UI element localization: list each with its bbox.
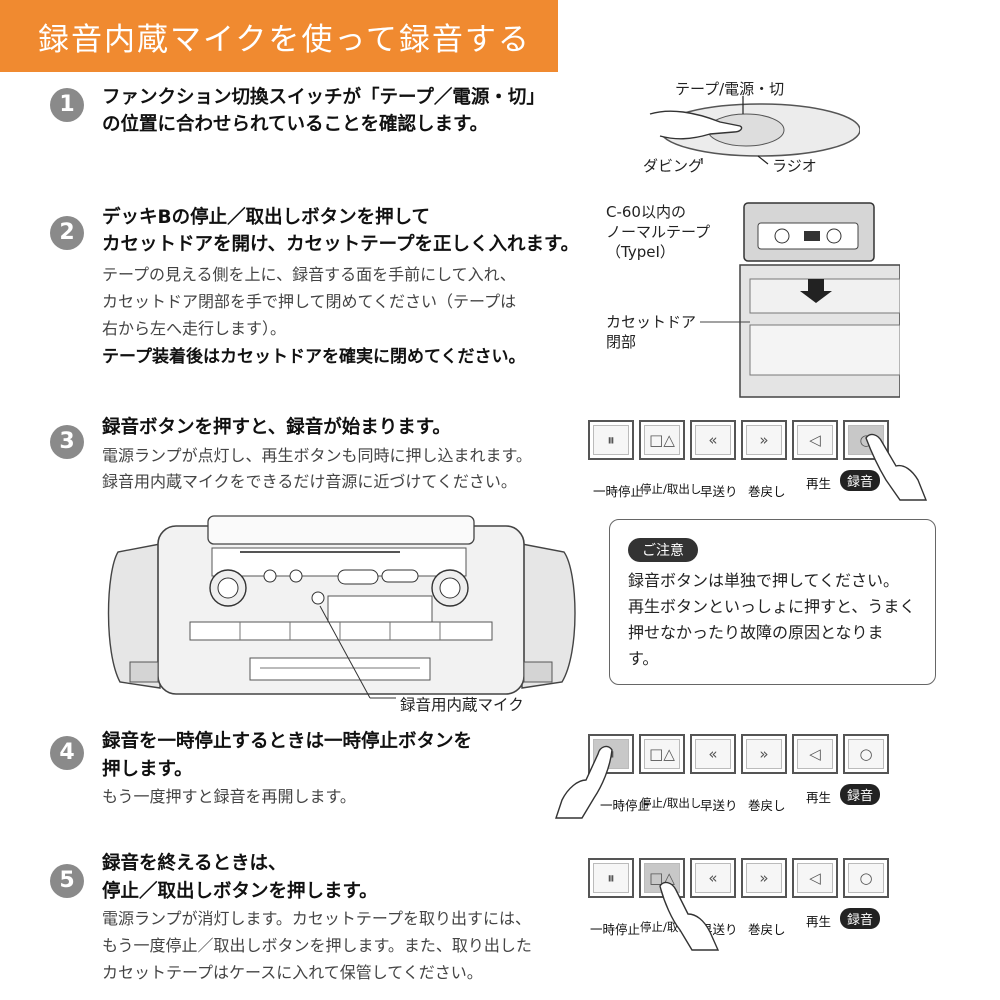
record-button[interactable]: ○ <box>843 734 889 774</box>
stop-eject-icon: □△ <box>649 745 675 763</box>
step-number-2: 2 <box>50 216 84 250</box>
step-2-warning: テープ装着後はカセットドアを確実に閉めてください。 <box>102 347 526 367</box>
label-pause: 一時停止 <box>590 922 641 937</box>
rewind-icon: » <box>759 745 769 763</box>
step-2-detail-line-3: 右から左へ走行します）。 <box>102 319 287 338</box>
fast-forward-icon: « <box>708 869 718 887</box>
record-button[interactable]: ○ <box>843 858 889 898</box>
cassette-insertion-illustration <box>700 195 901 400</box>
stop-eject-icon: □△ <box>649 431 675 449</box>
step-3-detail-line-1: 電源ランプが点灯し、再生ボタンも同時に押し込まれます。 <box>102 446 532 465</box>
fast-forward-button[interactable]: « <box>690 420 736 460</box>
play-icon: ◁ <box>809 431 821 449</box>
step-5-instruction-line-2: 停止／取出しボタンを押します。 <box>102 881 378 902</box>
fast-forward-icon: « <box>708 745 718 763</box>
fast-forward-button[interactable]: « <box>690 734 736 774</box>
door-label-line-1: カセットドア <box>606 313 697 331</box>
page-title: 録音内蔵マイクを使って録音する <box>38 22 531 58</box>
label-rewind: 巻戻し <box>748 484 786 499</box>
step-number-4: 4 <box>50 736 84 770</box>
step-2-instruction-line-2: カセットドアを開け、カセットテープを正しく入れます。 <box>102 234 580 255</box>
fast-forward-icon: « <box>708 431 718 449</box>
label-record-badge: 録音 <box>840 470 881 491</box>
step-2-instruction-line-1: デッキBの停止／取出しボタンを押して <box>102 207 431 228</box>
title-banner: 録音内蔵マイクを使って録音する <box>0 0 558 72</box>
switch-label-dubbing: ダビング <box>643 157 704 175</box>
pause-icon: ⏸ <box>607 431 615 449</box>
label-fast-forward: 早送り <box>700 484 738 499</box>
cassette-door-label: カセットドア 閉部 <box>606 312 696 352</box>
step-5-detail-line-3: カセットテープはケースに入れて保管してください。 <box>102 963 483 982</box>
pressing-finger-icon <box>865 433 928 501</box>
stop-eject-button[interactable]: □△ <box>639 734 685 774</box>
play-button[interactable]: ◁ <box>792 734 838 774</box>
caution-line-1: 録音ボタンは単独で押してください。 <box>628 571 900 590</box>
step-5-instruction-line-1: 録音を終えるときは、 <box>102 853 287 874</box>
fast-forward-button[interactable]: « <box>690 858 736 898</box>
label-play: 再生 <box>806 790 832 805</box>
step-5-detail-line-2: もう一度停止／取出しボタンを押します。また、取り出した <box>102 936 532 955</box>
cassette-tape-label: C-60以内の ノーマルテープ （TypeⅠ） <box>606 202 710 262</box>
step-5-detail-line-1: 電源ランプが消灯します。カセットテープを取り出すには、 <box>102 909 531 928</box>
rewind-button[interactable]: » <box>741 858 787 898</box>
label-play: 再生 <box>806 476 832 491</box>
caution-line-3: 押せなかったり故障の原因となりま <box>628 623 884 642</box>
play-icon: ◁ <box>809 745 821 763</box>
caution-line-4: す。 <box>628 649 659 668</box>
label-pause: 一時停止 <box>593 484 644 499</box>
caution-note: ご注意 録音ボタンは単独で押してください。 再生ボタンといっしょに押すと、うまく… <box>609 519 936 685</box>
step-1-instruction-line-2: の位置に合わせられていることを確認します。 <box>102 114 489 135</box>
caution-line-2: 再生ボタンといっしょに押すと、うまく <box>628 597 916 616</box>
rewind-icon: » <box>759 431 769 449</box>
switch-label-radio: ラジオ <box>772 157 817 175</box>
label-stop-eject: 停止/取出し <box>640 482 702 496</box>
step-4-instruction-line-1: 録音を一時停止するときは一時停止ボタンを <box>102 731 473 752</box>
play-icon: ◁ <box>809 869 821 887</box>
caution-note-title: ご注意 <box>628 538 698 562</box>
label-rewind: 巻戻し <box>748 922 786 937</box>
step-1-instruction-line-1: ファンクション切換スイッチが「テープ／電源・切」 <box>102 87 545 108</box>
pause-button[interactable]: ⏸ <box>588 858 634 898</box>
door-label-line-2: 閉部 <box>606 333 637 351</box>
tape-label-line-2: ノーマルテープ <box>606 223 711 241</box>
rewind-button[interactable]: » <box>741 734 787 774</box>
step-3-instruction: 録音ボタンを押すと、録音が始まります。 <box>102 417 451 438</box>
radio-cassette-illustration <box>100 512 582 702</box>
step-4-detail: もう一度押すと録音を再開します。 <box>102 787 356 806</box>
label-pause: 一時停止 <box>600 798 651 813</box>
label-play: 再生 <box>806 914 832 929</box>
step-3-detail-line-2: 録音用内蔵マイクをできるだけ音源に近づけてください。 <box>102 472 517 491</box>
step-2-detail-line-1: テープの見える側を上に、録音する面を手前にして入れ、 <box>102 265 516 284</box>
deck-button-strip-step-4: ⏸ □△ « » ◁ ○ <box>582 732 892 780</box>
tape-label-line-1: C-60以内の <box>606 203 686 221</box>
step-4-instruction-line-2: 押します。 <box>102 759 193 780</box>
rewind-icon: » <box>759 869 769 887</box>
pause-button[interactable]: ⏸ <box>588 420 634 460</box>
deck-button-strip-step-3: ⏸ □△ « » ◁ ○ <box>582 418 892 466</box>
label-rewind: 巻戻し <box>748 798 786 813</box>
label-record-badge: 録音 <box>840 908 881 929</box>
function-switch-illustration <box>640 78 861 183</box>
switch-label-tape-power-off: テープ/電源・切 <box>675 80 785 98</box>
pressing-finger-icon <box>659 881 720 951</box>
play-button[interactable]: ◁ <box>792 858 838 898</box>
play-button[interactable]: ◁ <box>792 420 838 460</box>
pause-icon: ⏸ <box>607 869 615 887</box>
step-number-3: 3 <box>50 425 84 459</box>
caution-note-body: 録音ボタンは単独で押してください。 再生ボタンといっしょに押すと、うまく 押せな… <box>628 568 928 672</box>
built-in-mic-callout: 録音用内蔵マイク <box>400 696 524 714</box>
record-icon: ○ <box>859 869 873 887</box>
pressing-finger-icon <box>555 745 613 819</box>
label-fast-forward: 早送り <box>700 798 738 813</box>
tape-label-line-3: （TypeⅠ） <box>606 243 675 261</box>
step-2-detail-line-2: カセットドア閉部を手で押して閉めてください（テープは <box>102 292 517 311</box>
record-icon: ○ <box>859 745 873 763</box>
deck-button-strip-step-5: ⏸ □△ « » ◁ ○ <box>582 856 892 904</box>
step-number-1: 1 <box>50 88 84 122</box>
stop-eject-button[interactable]: □△ <box>639 420 685 460</box>
rewind-button[interactable]: » <box>741 420 787 460</box>
label-record-badge: 録音 <box>840 784 881 805</box>
label-stop-eject: 停止/取出し <box>640 796 702 810</box>
step-number-5: 5 <box>50 864 84 898</box>
